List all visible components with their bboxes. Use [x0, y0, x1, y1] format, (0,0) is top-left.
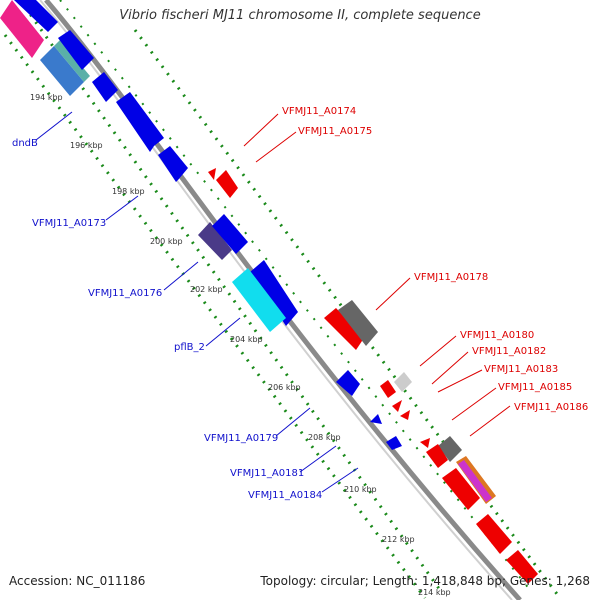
tick-214: 214 kbp: [418, 588, 451, 597]
gc-track-inner-right: [133, 29, 562, 599]
gene-grey-2[interactable]: [438, 436, 462, 462]
gene-VFMJ11_A0174[interactable]: [208, 168, 216, 180]
gene-dndB[interactable]: [40, 46, 84, 96]
gene-red-big-2[interactable]: [442, 468, 480, 510]
gene-blue-10[interactable]: [386, 436, 402, 450]
gene-VFMJ11_A0180[interactable]: [380, 380, 396, 398]
map-title: Vibrio fischeri MJ11 chromosome II, comp…: [119, 8, 481, 23]
gene-VFMJ11_A0178-grey[interactable]: [338, 300, 378, 346]
gc-track-outer-left: [18, 0, 442, 591]
gene-blue-3[interactable]: [92, 72, 118, 102]
gene-blue-6[interactable]: [212, 214, 248, 254]
gene-blue-5[interactable]: [158, 146, 188, 182]
tick-212: 212 kbp: [382, 535, 415, 544]
label-VFMJ11_A0181[interactable]: VFMJ11_A0181: [230, 468, 304, 479]
gene-blue-2[interactable]: [58, 30, 94, 70]
gene-red-big-3[interactable]: [476, 514, 512, 554]
label-VFMJ11_A0186[interactable]: VFMJ11_A0186: [514, 402, 588, 413]
gene-VFMJ11_A0185[interactable]: [420, 438, 430, 448]
gene-blue-8[interactable]: [336, 370, 360, 396]
gene-red-big-1[interactable]: [426, 444, 448, 468]
gene-magenta-stripe[interactable]: [458, 460, 492, 502]
tick-206: 206 kbp: [268, 383, 301, 392]
label-VFMJ11_A0175[interactable]: VFMJ11_A0175: [298, 126, 372, 137]
leader-lines-left: [35, 111, 359, 493]
gene-slate-pair[interactable]: [198, 222, 232, 260]
tick-208: 208 kbp: [308, 433, 341, 442]
gene-VFMJ11_A0178-red[interactable]: [324, 308, 364, 350]
gene-blue-7[interactable]: [250, 260, 298, 326]
label-VFMJ11_A0185[interactable]: VFMJ11_A0185: [498, 382, 572, 393]
topology-text: Topology: circular; Length: 1,418,848 bp…: [260, 574, 590, 588]
tick-202: 202 kbp: [190, 285, 223, 294]
label-VFMJ11_A0178[interactable]: VFMJ11_A0178: [414, 272, 488, 283]
tick-194: 194 kbp: [30, 93, 63, 102]
tick-labels: 194 kbp 196 kbp 198 kbp 200 kbp 202 kbp …: [30, 93, 451, 597]
gene-labels-left: dndB VFMJ11_A0173 VFMJ11_A0176 pflB_2 VF…: [12, 138, 322, 501]
label-VFMJ11_A0176[interactable]: VFMJ11_A0176: [88, 288, 162, 299]
gc-track-outer-right: [59, 0, 531, 591]
gene-red-big-4[interactable]: [506, 550, 538, 584]
label-VFMJ11_A0180[interactable]: VFMJ11_A0180: [460, 330, 534, 341]
gene-blue-4[interactable]: [116, 92, 164, 152]
tick-200: 200 kbp: [150, 237, 183, 246]
accession-text: Accession: NC_011186: [9, 574, 146, 588]
label-VFMJ11_A0173[interactable]: VFMJ11_A0173: [32, 218, 106, 229]
gene-blue-top-1[interactable]: [14, 0, 58, 32]
tick-196: 196 kbp: [70, 141, 103, 150]
leader-lines-right: [243, 113, 511, 437]
label-VFMJ11_A0183[interactable]: VFMJ11_A0183: [484, 364, 558, 375]
gene-labels-right: VFMJ11_A0174 VFMJ11_A0175 VFMJ11_A0178 V…: [282, 106, 588, 413]
label-VFMJ11_A0179[interactable]: VFMJ11_A0179: [204, 433, 278, 444]
tick-204: 204 kbp: [230, 335, 263, 344]
gene-light-grey[interactable]: [394, 372, 412, 392]
gene-pflB_2[interactable]: [232, 268, 286, 332]
gene-VFMJ11_A0175[interactable]: [216, 170, 238, 198]
label-VFMJ11_A0182[interactable]: VFMJ11_A0182: [472, 346, 546, 357]
tick-210: 210 kbp: [344, 485, 377, 494]
label-VFMJ11_A0174[interactable]: VFMJ11_A0174: [282, 106, 356, 117]
label-dndB[interactable]: dndB: [12, 138, 38, 149]
reverse-genes: [208, 168, 538, 584]
forward-genes: [0, 0, 402, 450]
tick-198: 198 kbp: [112, 187, 145, 196]
label-pflB_2[interactable]: pflB_2: [174, 342, 205, 353]
gene-blue-9[interactable]: [370, 414, 382, 424]
gene-VFMJ11_A0182[interactable]: [392, 400, 402, 412]
gene-magenta-block[interactable]: [0, 0, 44, 58]
gc-track-inner-left: [3, 34, 427, 599]
label-VFMJ11_A0184[interactable]: VFMJ11_A0184: [248, 490, 322, 501]
gene-teal-strip[interactable]: [54, 40, 90, 82]
gene-VFMJ11_A0183[interactable]: [400, 410, 410, 420]
